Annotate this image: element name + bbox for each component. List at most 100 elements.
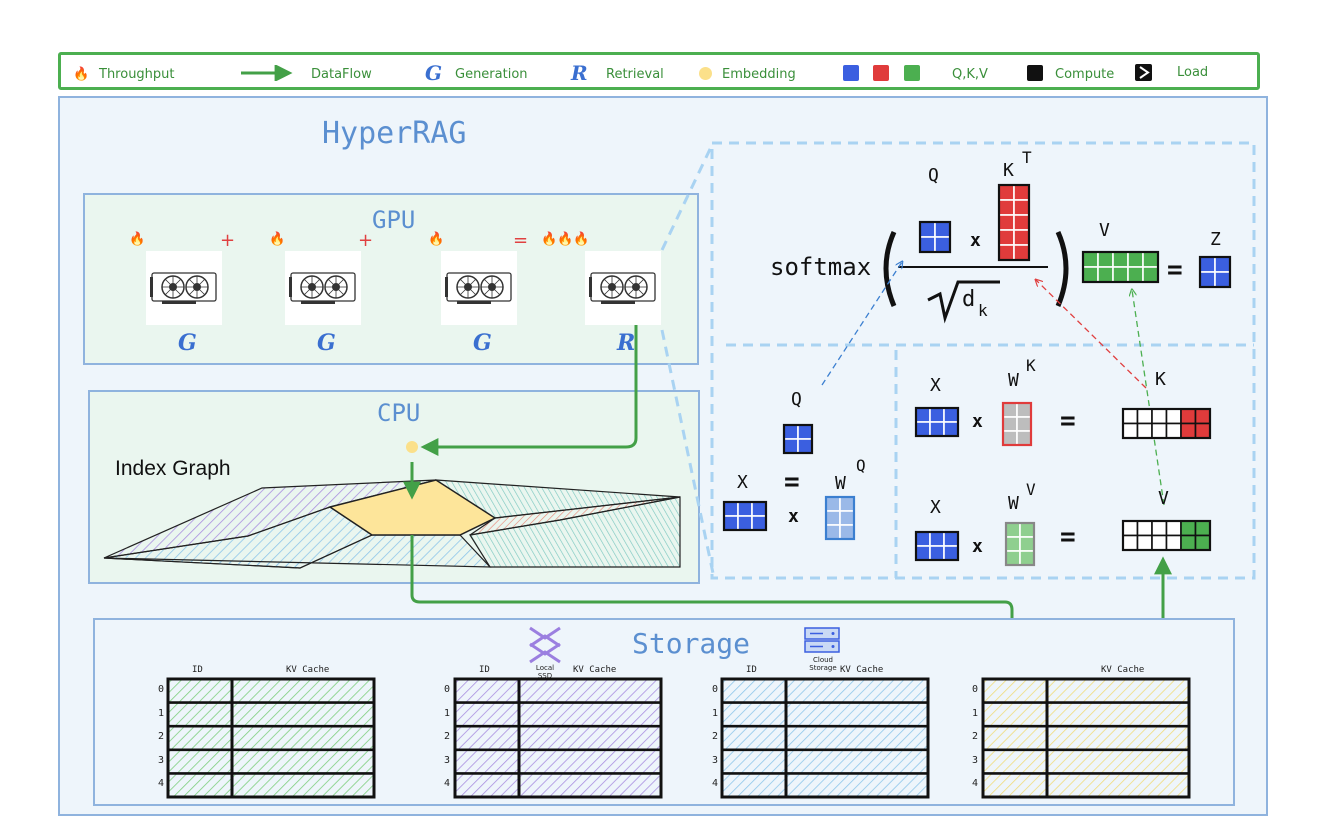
dataflow-arrow-load (410, 535, 1021, 680)
graphics-card-icon (589, 272, 656, 304)
left-wq-matrix (824, 495, 856, 541)
gpu-title: GPU (372, 206, 416, 234)
embedding-dot-icon (699, 67, 712, 80)
dataflow-arrow-retrieval (420, 325, 638, 456)
throughput-fire-icon: 🔥🔥🔥 (541, 232, 590, 247)
throughput-fire-icon: 🔥 (129, 232, 146, 247)
kv-cache-table (166, 677, 376, 799)
left-q-matrix (782, 423, 814, 455)
kt-label: K (1003, 160, 1014, 181)
row-index: 3 (712, 754, 719, 766)
zoom-line-bottom (660, 329, 716, 579)
dk-label: d (962, 287, 976, 312)
row-index: 4 (158, 778, 165, 790)
sqrt-sign (927, 280, 1000, 324)
row-index: 0 (972, 684, 979, 695)
left-wq-sup-label: Q (856, 456, 866, 475)
legend-qkv: Q,K,V (952, 67, 988, 82)
softmax-label: softmax (770, 253, 872, 281)
v-matrix (1081, 250, 1160, 284)
legend-embedding: Embedding (722, 67, 796, 82)
right-paren (1055, 230, 1069, 307)
left-paren (883, 230, 897, 307)
legend-throughput: Throughput (99, 67, 175, 82)
index-graph-label: Index Graph (115, 457, 231, 480)
left-equals-label: = (784, 467, 800, 497)
kv-cache-table (720, 677, 930, 799)
q-label: Q (928, 165, 939, 186)
generation-label: G (317, 330, 336, 356)
embedding-dot (406, 441, 418, 453)
kv-cache-table (981, 677, 1191, 799)
row-index: 2 (158, 731, 165, 743)
legend-bar: 🔥 Throughput DataFlow G Generation R Ret… (58, 52, 1260, 90)
row-index: 2 (972, 731, 979, 743)
right-times2-label: x (972, 536, 983, 557)
cloud-storage-label: Cloud Storage (809, 656, 837, 672)
row-index: 2 (444, 731, 451, 743)
z-matrix (1198, 255, 1232, 289)
right-v-label: V (1158, 488, 1169, 509)
row-index: 1 (712, 707, 719, 719)
row-index: 3 (158, 754, 165, 766)
row-index: 4 (972, 778, 979, 790)
q-matrix (918, 220, 952, 254)
attention-frame (710, 141, 1256, 580)
right-k-label: K (1155, 369, 1166, 390)
graphics-card-icon (150, 272, 217, 304)
v-square-icon (904, 65, 920, 81)
kv-cache-column-header: KV Cache (1101, 665, 1145, 675)
kv-cache-column-header: KV Cache (840, 665, 884, 675)
right-wv-sup-label: V (1026, 480, 1036, 499)
kv-cache-column-header: KV Cache (573, 665, 617, 675)
row-index: 4 (712, 778, 719, 790)
row-index: 4 (444, 778, 451, 790)
compute-square-icon (1027, 65, 1043, 81)
retrieval-icon: R (571, 61, 588, 85)
right-x1-matrix (914, 406, 960, 438)
id-column-header: ID (479, 665, 490, 675)
gpu-operator: = (513, 230, 529, 251)
left-x-matrix (722, 500, 768, 532)
id-column-header: ID (192, 665, 203, 675)
local-ssd-label: Local SSD (535, 664, 555, 680)
graphics-card-icon (445, 272, 512, 304)
gpu-card (585, 251, 661, 325)
kv-cache-column-header: KV Cache (286, 665, 330, 675)
right-k-matrix (1121, 407, 1212, 440)
graph-region-teal-bottom (469, 496, 681, 568)
id-column-header: ID (746, 665, 757, 675)
generation-label: G (178, 330, 197, 356)
legend-load: Load (1177, 65, 1209, 80)
right-wv-label: W (1008, 493, 1019, 514)
v-arrow (1132, 290, 1165, 506)
right-wk-sup-label: K (1026, 356, 1036, 375)
gpu-card (441, 251, 517, 325)
load-icon (1135, 64, 1152, 81)
left-x-label: X (737, 472, 748, 493)
right-equals1-label: = (1060, 406, 1076, 436)
k-arrow (1036, 280, 1147, 389)
zoom-line-top (660, 144, 714, 251)
right-equals2-label: = (1060, 522, 1076, 552)
q-square-icon (843, 65, 859, 81)
z-label: Z (1210, 229, 1221, 250)
row-index: 1 (444, 707, 451, 719)
right-wk-label: W (1008, 370, 1019, 391)
legend-retrieval: Retrieval (606, 67, 664, 82)
generation-icon: G (425, 61, 443, 85)
graphics-card-icon (289, 272, 356, 304)
cpu-title: CPU (377, 399, 421, 427)
left-times-label: x (788, 506, 799, 527)
page-title: HyperRAG (322, 116, 467, 151)
row-index: 1 (158, 707, 165, 719)
kt-sup-label: T (1022, 148, 1032, 167)
times-label: x (970, 230, 981, 251)
row-index: 0 (444, 684, 451, 695)
cloud-storage-icon (804, 627, 840, 653)
generation-label: G (473, 330, 492, 356)
row-index: 0 (158, 684, 165, 695)
gpu-card (285, 251, 361, 325)
right-times1-label: x (972, 411, 983, 432)
gpu-card (146, 251, 222, 325)
